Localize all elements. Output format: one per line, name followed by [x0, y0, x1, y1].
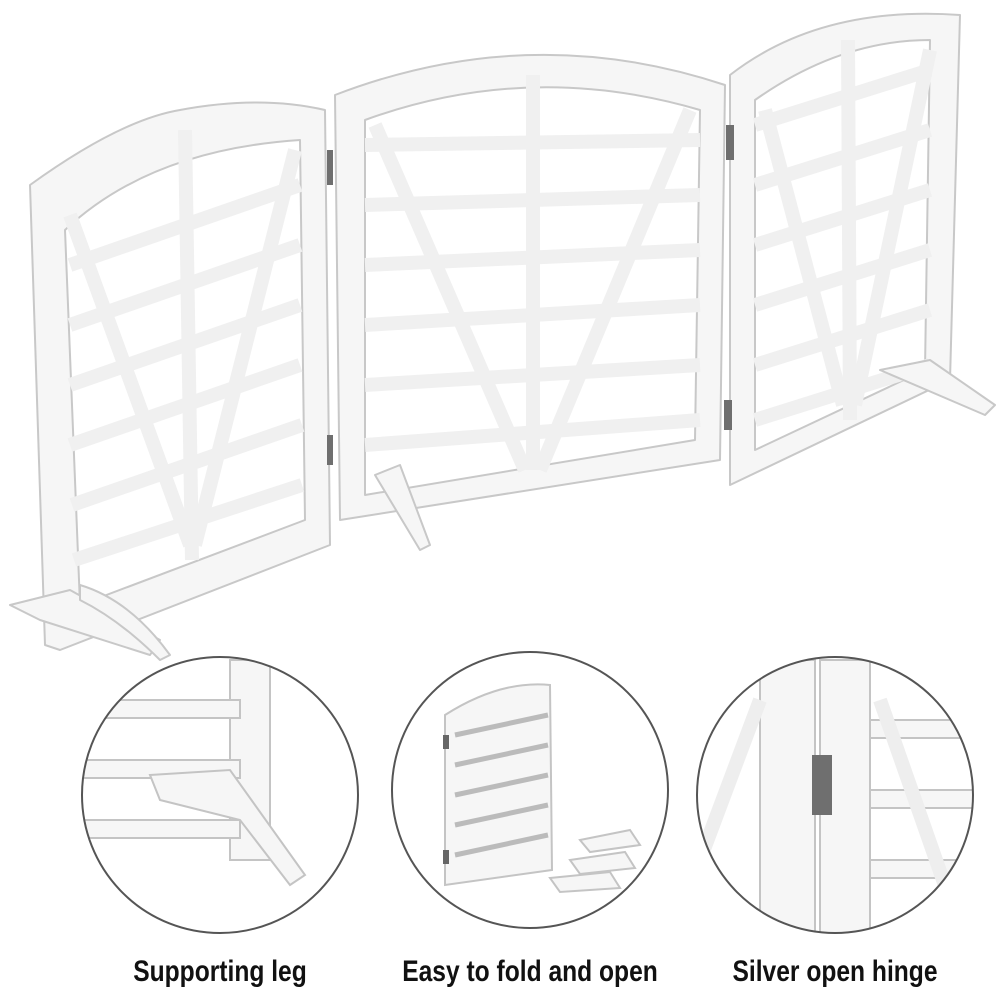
fence-panel-right: [729, 12, 996, 486]
caption-easy-fold: Easy to fold and open: [402, 955, 658, 988]
caption-supporting-leg: Supporting leg: [133, 955, 307, 988]
caption-silver-hinge: Silver open hinge: [732, 955, 938, 988]
fence-panel-left: [9, 101, 331, 661]
detail-supporting-leg: [81, 656, 359, 934]
hinge-icon: [812, 755, 832, 815]
fence-panel-middle: [334, 53, 726, 551]
hinge-icons: [327, 125, 734, 465]
detail-folded-gate: [391, 651, 669, 929]
detail-hinge: [696, 656, 974, 934]
